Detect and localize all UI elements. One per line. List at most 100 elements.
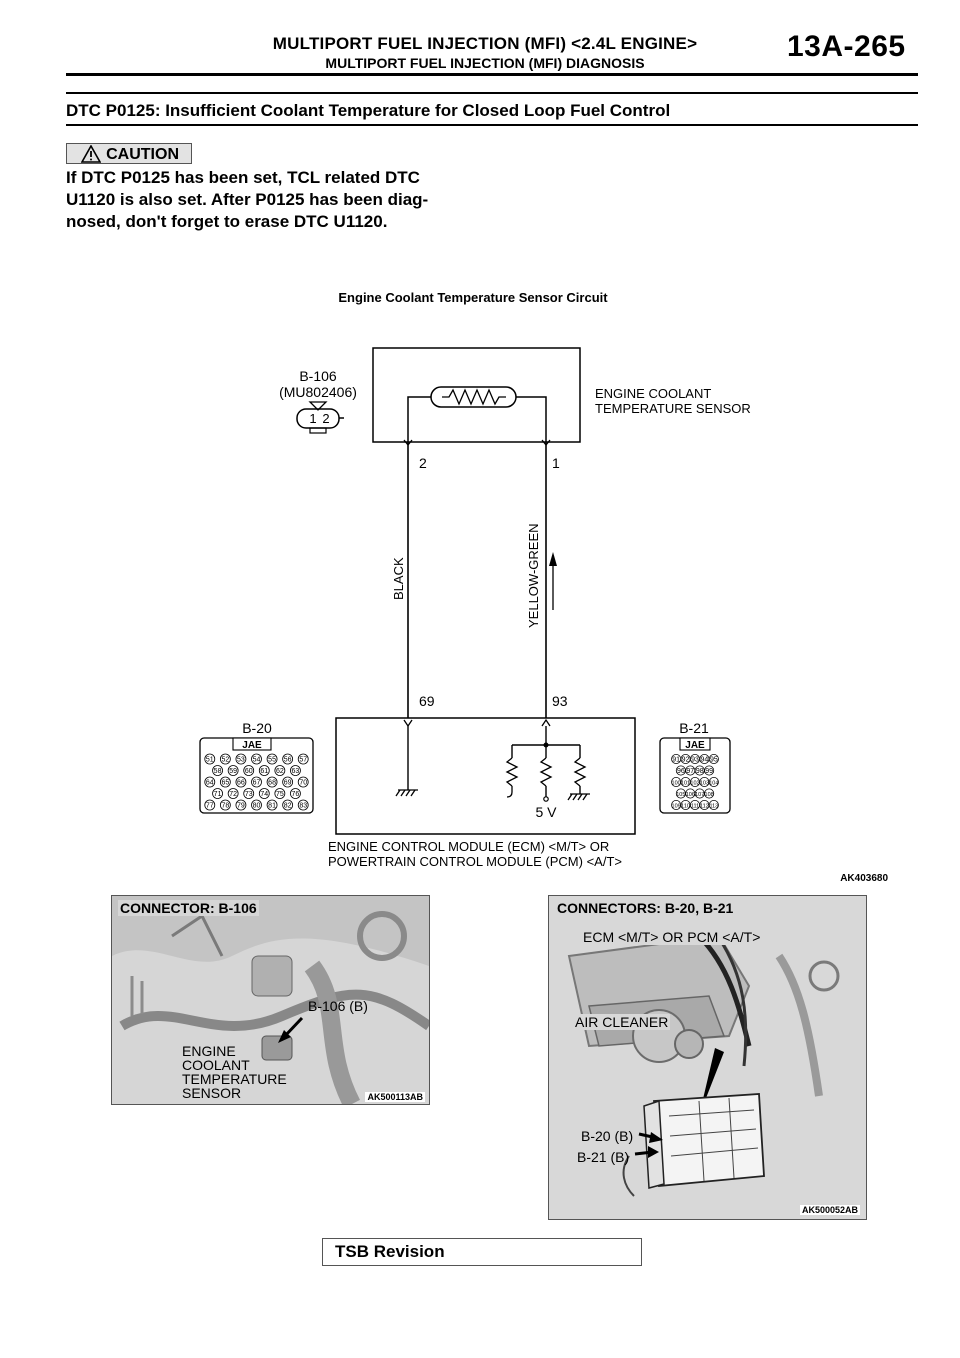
connector-pin-number: 104 <box>709 781 718 787</box>
connector-pin <box>212 788 223 799</box>
connector-pin <box>282 799 294 811</box>
sensor-label: ENGINE COOLANT <box>595 386 711 401</box>
connector-pin <box>251 753 262 765</box>
photo-label-line: ENGINE <box>182 1043 236 1059</box>
pin-mark <box>403 719 413 728</box>
caution-line: nosed, don't forget to erase DTC U1120. <box>66 212 388 231</box>
pin-mark <box>541 718 551 727</box>
connector-pin <box>297 799 309 811</box>
connector-pin-number: 91 <box>672 757 680 764</box>
photo-callout-air-cleaner: AIR CLEANER <box>573 1014 671 1030</box>
photo-connector-b106: CONNECTOR: B-106 B-106 (B) ENGINE COOLAN… <box>111 895 430 1105</box>
photo-callout-b20: B-20 (B) <box>581 1128 634 1144</box>
connector-pin-number: 95 <box>710 757 718 764</box>
dtc-bottom-rule <box>66 124 918 126</box>
photo-title: CONNECTORS: B-20, B-21 <box>555 900 736 916</box>
connector-pin <box>282 776 294 788</box>
connector-pin-number: 100 <box>672 781 681 787</box>
pin-label-left: 2 <box>419 455 427 471</box>
connector-pin <box>235 753 247 765</box>
connector-pin-number: 77 <box>206 803 214 810</box>
sensor-pin: 1 <box>309 411 316 426</box>
signal-return <box>506 786 513 798</box>
connector-pin <box>227 788 239 799</box>
photo-callout: B-106 (B) <box>308 998 368 1014</box>
connector-pin-number: 70 <box>299 780 307 787</box>
section-title: MULTIPORT FUEL INJECTION (MFI) <2.4L ENG… <box>272 34 698 53</box>
ecm-pin-left: 69 <box>419 693 435 709</box>
connector-pin <box>290 788 301 799</box>
connector-pin-number: 76 <box>292 791 300 798</box>
connector-pin-number: 105 <box>676 792 685 798</box>
ecm-label: POWERTRAIN CONTROL MODULE (PCM) <A/T> <box>328 854 622 869</box>
connector-pin-number: 106 <box>686 792 695 798</box>
figure-code: AK500052AB <box>799 1205 860 1215</box>
connector-pin <box>274 788 286 799</box>
photo-label: ENGINE COOLANT TEMPERATURE SENSOR <box>182 1044 287 1100</box>
pin-label-right: 1 <box>552 455 560 471</box>
connector-pin-number: 92 <box>682 757 690 764</box>
connector-pin-number: 93 <box>691 757 699 764</box>
connector-pin <box>266 776 278 788</box>
connector-pin-number: 73 <box>245 791 253 798</box>
connector-pin-number: 82 <box>284 803 292 810</box>
dtc-heading: DTC P0125: Insufficient Coolant Temperat… <box>66 101 671 120</box>
page-number: 13A-265 <box>787 30 906 63</box>
connector-pin-number: 83 <box>299 803 307 810</box>
connector-pin <box>204 776 216 788</box>
connector-pin <box>704 765 715 776</box>
connector-pin <box>219 776 231 788</box>
sensor-wire-right <box>516 396 547 445</box>
connector-pin-number: 81 <box>268 803 276 810</box>
connector-pin <box>251 776 262 788</box>
dtc-top-rule <box>66 92 918 94</box>
connector-pin-number: 112 <box>700 804 709 810</box>
connector-pin-number: 55 <box>268 757 276 764</box>
connector-pin-number: 69 <box>284 780 292 787</box>
ground-symbol <box>567 793 590 801</box>
caution-label: CAUTION <box>106 146 179 163</box>
sensor-connector-id: B-106 <box>299 368 337 384</box>
photo-label-line: TEMPERATURE <box>182 1071 287 1087</box>
connector-pin-number: 59 <box>229 768 237 775</box>
connector-pin-number: 72 <box>229 791 237 798</box>
connector-b21-label: B-21 <box>679 720 709 736</box>
connector-pin <box>212 765 223 776</box>
wire-label-yellow-green: YELLOW-GREEN <box>526 523 541 628</box>
connector-pin-number: 65 <box>221 780 229 787</box>
warning-triangle-icon <box>81 145 101 163</box>
caution-line: U1120 is also set. After P0125 has been … <box>66 190 429 209</box>
connector-pin-number: 56 <box>284 757 292 764</box>
photo-callout-ecm: ECM <M/T> OR PCM <A/T> <box>581 929 763 945</box>
section-subtitle: MULTIPORT FUEL INJECTION (MFI) DIAGNOSIS <box>325 55 645 71</box>
sensor-box <box>372 347 581 443</box>
ecm-pin-right: 93 <box>552 693 568 709</box>
connector-pin-number: 52 <box>221 757 229 764</box>
connector-pin-number: 113 <box>709 804 718 810</box>
connector-pin-number: 64 <box>206 780 214 787</box>
connector-pin-number: 53 <box>237 757 245 764</box>
caution-line: If DTC P0125 has been set, TCL related D… <box>66 168 420 187</box>
sensor-pin: 2 <box>322 411 329 426</box>
connector-pin-number: 79 <box>237 803 245 810</box>
connector-pin-number: 78 <box>221 803 229 810</box>
connector-pin-number: 98 <box>696 768 704 775</box>
connector-pin-number: 62 <box>276 768 284 775</box>
connector-pin <box>290 765 301 776</box>
connector-pin-number: 111 <box>691 804 699 810</box>
connector-pin <box>297 776 309 788</box>
connector-pin-number: 74 <box>260 791 268 798</box>
resistor-zigzag <box>539 757 553 787</box>
ground-symbol <box>395 789 418 797</box>
connector-pin-number: 109 <box>672 804 681 810</box>
connector-pin-number: 94 <box>701 757 709 764</box>
connector-pin-number: 63 <box>292 768 300 775</box>
connector-pin-number: 61 <box>260 768 268 775</box>
engine-bay-photo <box>112 896 429 1104</box>
photo-connectors-b20-b21: CONNECTORS: B-20, B-21 ECM <M/T> OR PCM … <box>548 895 867 1220</box>
sensor-part-number: (MU802406) <box>279 384 357 400</box>
connector-pin-number: 96 <box>677 768 685 775</box>
sensor-label: TEMPERATURE SENSOR <box>595 401 751 416</box>
